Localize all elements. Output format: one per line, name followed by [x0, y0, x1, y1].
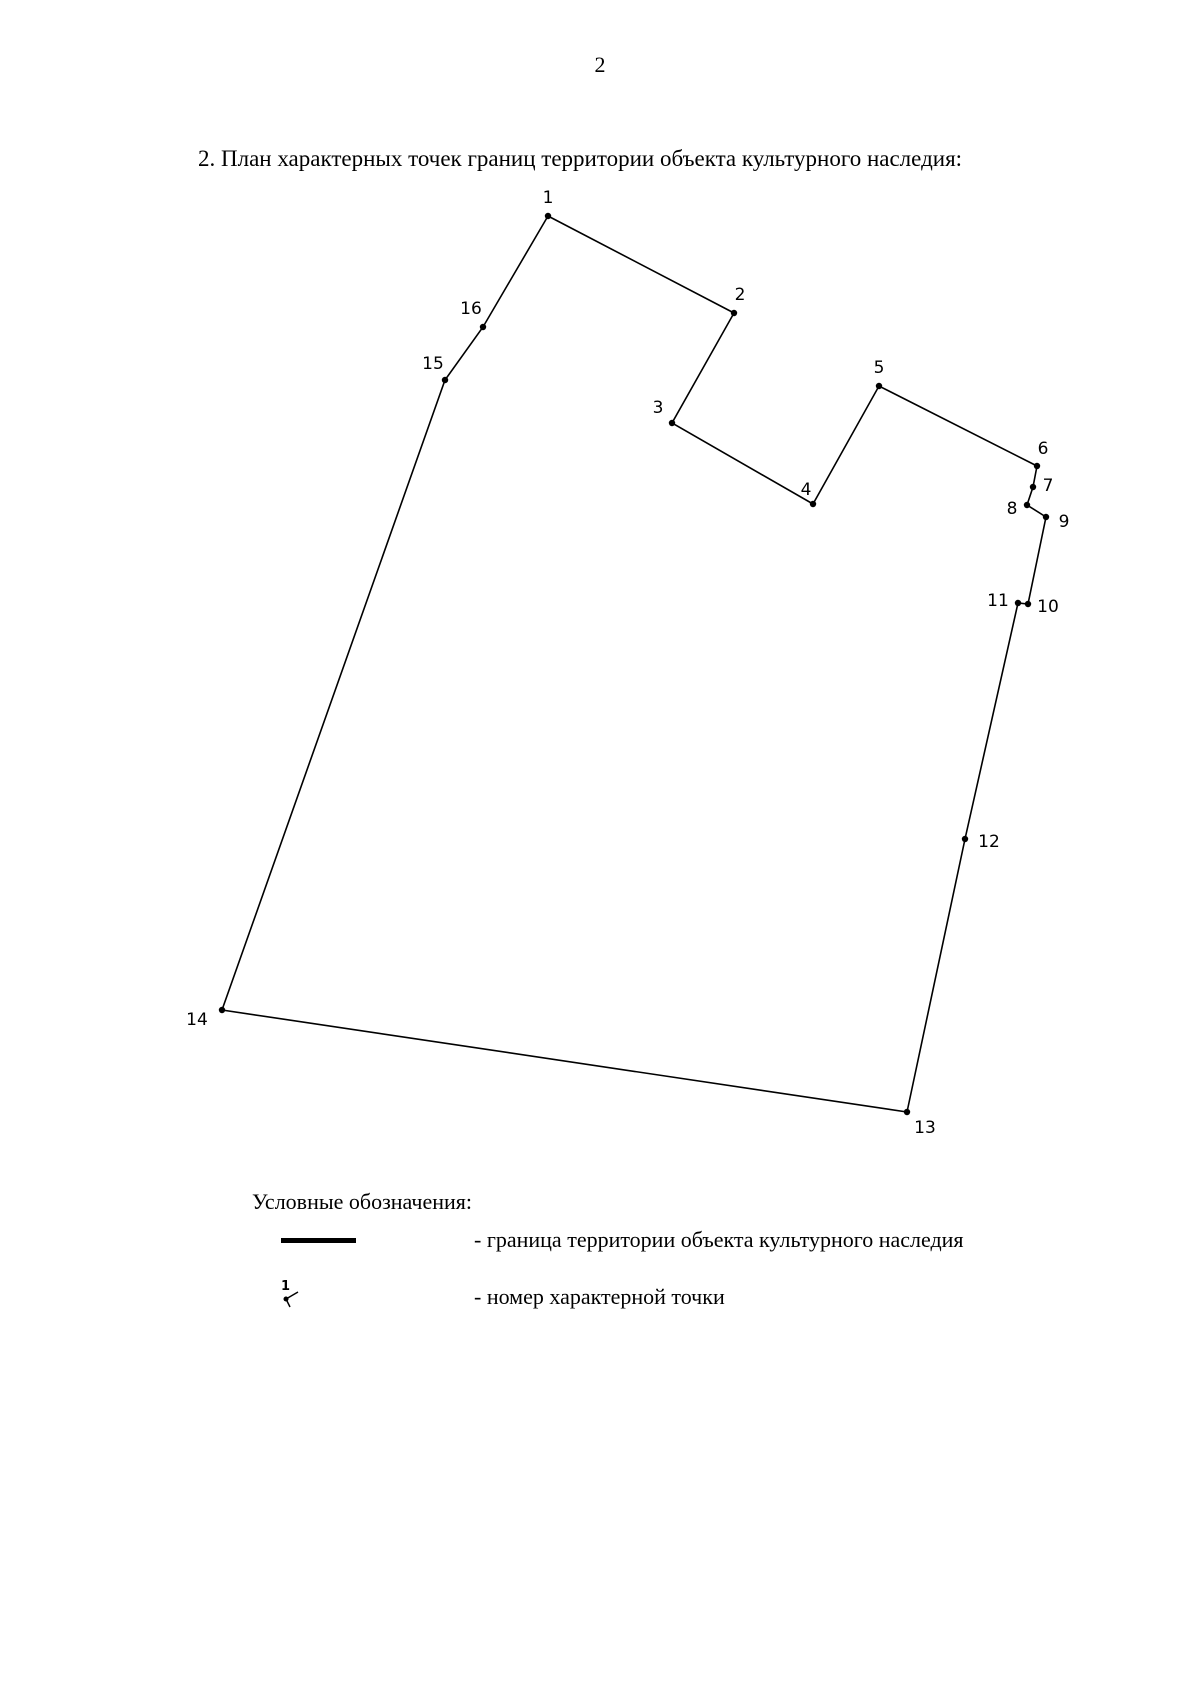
point-label-13: 13	[914, 1118, 936, 1138]
point-marker-15	[441, 376, 449, 384]
legend-boundary-sample	[281, 1238, 356, 1243]
point-marker-4	[809, 500, 817, 508]
point-marker-6	[1033, 462, 1041, 470]
legend-point-number: 1	[281, 1279, 291, 1294]
point-label-4: 4	[801, 480, 812, 500]
point-marker-7	[1029, 483, 1037, 491]
point-label-6: 6	[1038, 439, 1049, 459]
plan-heading: 2. План характерных точек границ террито…	[198, 146, 963, 171]
point-marker-3	[668, 419, 676, 427]
point-label-11: 11	[987, 591, 1009, 611]
point-label-14: 14	[186, 1010, 208, 1030]
point-marker-9	[1042, 513, 1050, 521]
point-marker-1	[544, 212, 552, 220]
point-marker-5	[875, 382, 883, 390]
point-label-3: 3	[653, 398, 664, 418]
point-label-15: 15	[422, 354, 444, 374]
point-label-7: 7	[1043, 476, 1054, 496]
point-label-12: 12	[978, 832, 1000, 852]
point-marker-13	[903, 1108, 911, 1116]
point-marker-14	[218, 1006, 226, 1014]
point-label-8: 8	[1007, 499, 1018, 519]
point-label-10: 10	[1037, 597, 1059, 617]
point-label-1: 1	[543, 188, 554, 208]
legend-title: Условные обозначения:	[252, 1189, 473, 1214]
point-marker-11	[1014, 599, 1022, 607]
point-label-2: 2	[735, 285, 746, 305]
legend-point-text: - номер характерной точки	[474, 1284, 725, 1309]
point-marker-8	[1023, 501, 1031, 509]
point-marker-2	[730, 309, 738, 317]
point-label-16: 16	[460, 299, 482, 319]
point-marker-12	[961, 835, 969, 843]
point-label-5: 5	[874, 358, 885, 378]
boundary-line	[220, 214, 1047, 1113]
legend-point-icon	[283, 1291, 299, 1308]
point-label-9: 9	[1059, 512, 1070, 532]
point-markers	[218, 212, 1050, 1116]
point-marker-10	[1024, 600, 1032, 608]
legend-boundary-text: - граница территории объекта культурного…	[474, 1227, 964, 1252]
page-number: 2	[594, 52, 606, 77]
point-marker-16	[479, 323, 487, 331]
